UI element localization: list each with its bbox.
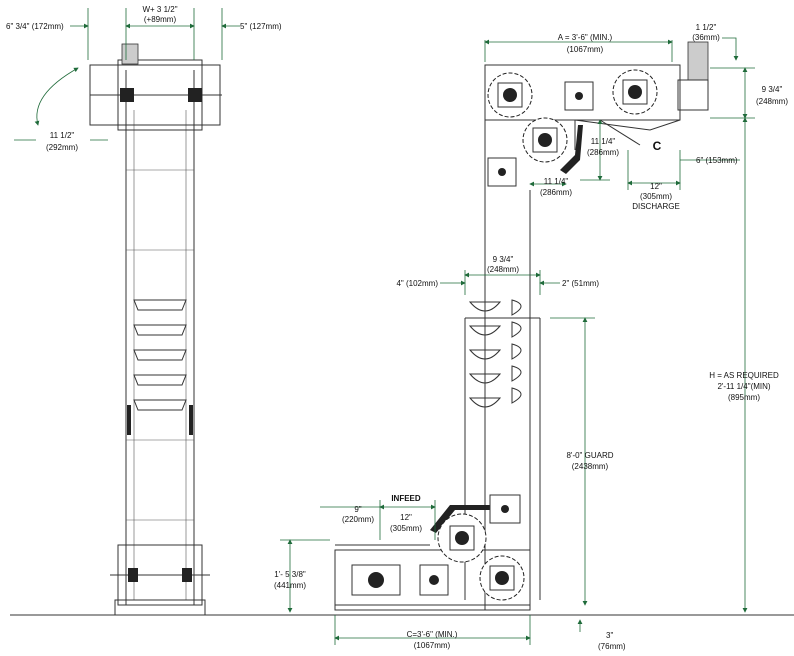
- c-dimension-mm: (1067mm): [414, 641, 451, 650]
- discharge-width: 12": [650, 182, 662, 191]
- side-buckets: [133, 299, 187, 411]
- c-dimension: C=3'-6" (MIN.): [407, 630, 458, 639]
- top-right-dim-1-mm: (36mm): [692, 33, 720, 42]
- side-swing-dim: 11 1/2": [50, 131, 75, 140]
- two-inch-dim: 2" (51mm): [562, 279, 599, 288]
- a-dimension-mm: (1067mm): [567, 45, 604, 54]
- side-swing-mm: (292mm): [46, 143, 78, 152]
- head-vertical-dim-mm: (286mm): [587, 148, 619, 157]
- mid-bucket-dim-mm: (248mm): [487, 265, 519, 274]
- h-as-required: H = AS REQUIRED: [709, 371, 779, 380]
- head-horizontal-dim-mm: (286mm): [540, 188, 572, 197]
- discharge-label: DISCHARGE: [632, 202, 680, 211]
- a-dimension: A = 3'-6" (MIN.): [558, 33, 613, 42]
- top-right-dim-2: 9 3/4": [762, 85, 783, 94]
- head-sprockets: [487, 69, 658, 187]
- nine-inch-dim: 9": [354, 505, 361, 514]
- head-vertical-dim: 11 1/4": [591, 137, 616, 146]
- h-minimum: 2'-11 1/4"(MIN): [717, 382, 770, 391]
- front-view: [280, 37, 794, 645]
- base-height-dim-mm: (441mm): [274, 581, 306, 590]
- head-motor-icon: [687, 41, 709, 81]
- top-right-dim-1: 1 1/2": [696, 23, 717, 32]
- four-inch-dim: 4" (102mm): [396, 279, 438, 288]
- motor-icon: [121, 43, 139, 65]
- infeed-width-mm: (305mm): [390, 524, 422, 533]
- guard-dim: 8'-0" GUARD: [566, 451, 613, 460]
- side-view: [10, 8, 330, 616]
- side-top-right-dim: 5" (127mm): [240, 22, 282, 31]
- three-inch-dim: 3": [606, 631, 613, 640]
- base-height-dim: 1'- 5 3/8": [274, 570, 306, 579]
- side-width-mm: (+89mm): [144, 15, 177, 24]
- nine-inch-dim-mm: (220mm): [342, 515, 374, 524]
- front-buckets: [468, 299, 522, 408]
- infeed-width: 12": [400, 513, 412, 522]
- tail-sprockets: [351, 494, 525, 601]
- infeed-label: INFEED: [391, 494, 421, 503]
- side-top-left-dim: 6" 3/4" (172mm): [6, 22, 64, 31]
- h-minimum-mm: (895mm): [728, 393, 760, 402]
- mid-bucket-dim: 9 3/4": [493, 255, 514, 264]
- six-inch-dim: 6" (153mm): [696, 156, 738, 165]
- centerline-symbol: C: [653, 139, 662, 153]
- guard-dim-mm: (2438mm): [572, 462, 609, 471]
- discharge-width-mm: (305mm): [640, 192, 672, 201]
- head-horizontal-dim: 11 1/4": [544, 177, 569, 186]
- top-right-dim-2-mm: (248mm): [756, 97, 788, 106]
- side-width-dim: W+ 3 1/2": [142, 5, 177, 14]
- three-inch-dim-mm: (76mm): [598, 642, 626, 651]
